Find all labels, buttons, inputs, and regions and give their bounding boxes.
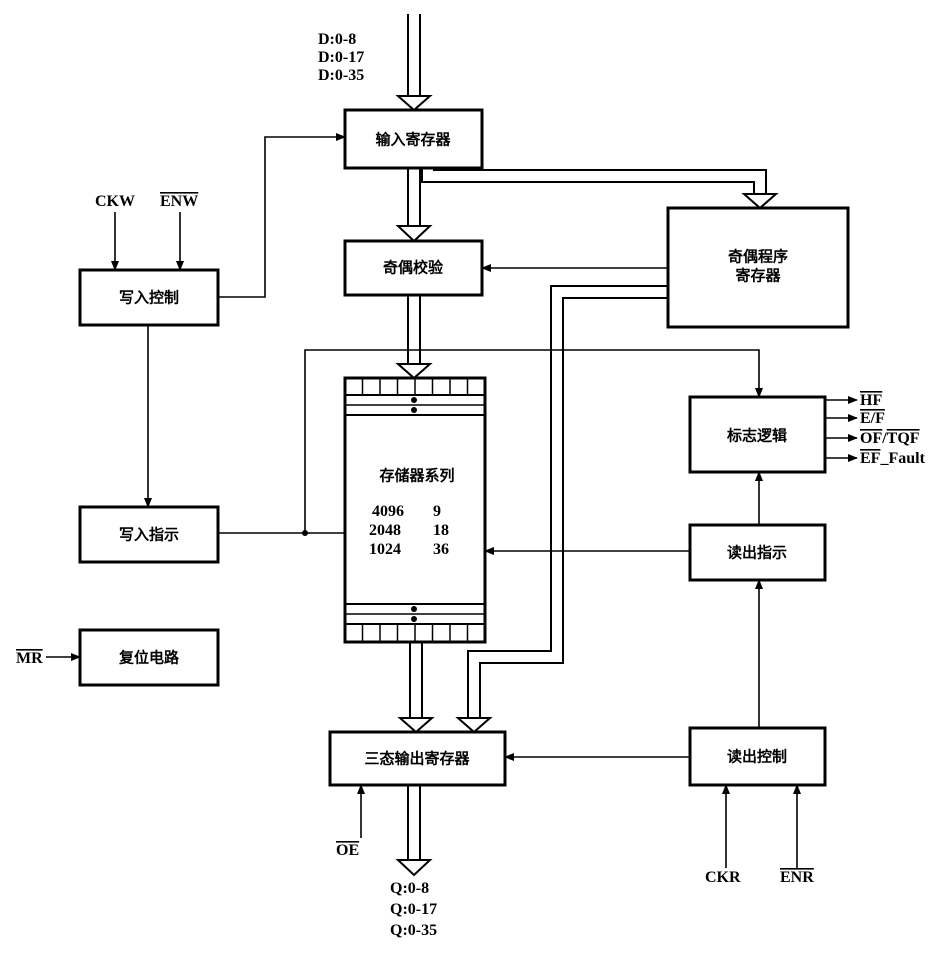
enw-label: ENW bbox=[160, 193, 198, 210]
input-to-parity-bus bbox=[395, 166, 433, 243]
mr-label: MR bbox=[16, 650, 43, 667]
svg-text:读出指示: 读出指示 bbox=[727, 544, 787, 562]
write-control-block: 写入控制 bbox=[78, 268, 220, 327]
input-bus-label: D:0-8 bbox=[318, 31, 356, 48]
oe-label: OE bbox=[336, 842, 359, 859]
svg-text:寄存器: 寄存器 bbox=[735, 267, 781, 285]
svg-text:2048: 2048 bbox=[369, 522, 401, 539]
parity-program-to-output-bus bbox=[455, 285, 670, 734]
svg-text:写入控制: 写入控制 bbox=[119, 289, 179, 307]
svg-text:奇偶程序: 奇偶程序 bbox=[728, 248, 788, 266]
svg-text:奇偶校验: 奇偶校验 bbox=[383, 259, 444, 277]
input-register-block: 输入寄存器 bbox=[343, 108, 484, 170]
hf-flag-label: HF bbox=[860, 392, 882, 409]
reset-circuit-block: 复位电路 bbox=[78, 628, 220, 687]
svg-text:存储器系列: 存储器系列 bbox=[379, 467, 454, 485]
svg-text:输入寄存器: 输入寄存器 bbox=[375, 131, 451, 149]
svg-text:9: 9 bbox=[433, 503, 441, 520]
output-data-bus bbox=[395, 783, 433, 877]
read-pointer-block: 读出指示 bbox=[688, 523, 827, 582]
parity-to-memory-bus bbox=[395, 293, 433, 380]
output-bus-label: Q:0-17 bbox=[390, 901, 437, 918]
input-to-parity-program-bus bbox=[421, 166, 779, 210]
of-tqf-flag-label: OF/TQF bbox=[860, 430, 920, 447]
ef-flag-label: E/F bbox=[860, 410, 885, 427]
memory-array-block: 存储器系列 4096 9 2048 18 1024 36 bbox=[343, 376, 487, 644]
write-pointer-to-flag-line bbox=[304, 349, 763, 533]
parity-program-register-block: 奇偶程序 寄存器 bbox=[666, 206, 850, 329]
flag-logic-block: 标志逻辑 bbox=[688, 395, 827, 474]
svg-text:读出控制: 读出控制 bbox=[727, 748, 787, 766]
junction-dot bbox=[302, 530, 308, 536]
svg-text:标志逻辑: 标志逻辑 bbox=[726, 427, 787, 445]
enr-label: ENR bbox=[780, 869, 814, 886]
svg-text:复位电路: 复位电路 bbox=[118, 649, 180, 667]
input-bus-label: D:0-17 bbox=[318, 49, 364, 66]
input-bus-label: D:0-35 bbox=[318, 67, 364, 84]
svg-text:18: 18 bbox=[433, 522, 449, 539]
svg-text:1024: 1024 bbox=[369, 541, 401, 558]
ckr-label: CKR bbox=[705, 869, 741, 886]
ckw-label: CKW bbox=[95, 193, 135, 210]
read-control-block: 读出控制 bbox=[688, 726, 827, 787]
write-control-to-input-line bbox=[218, 133, 346, 298]
svg-text:4096: 4096 bbox=[372, 503, 404, 520]
svg-text:三态输出寄存器: 三态输出寄存器 bbox=[364, 750, 470, 768]
ef-fault-flag-label: EF_Fault bbox=[860, 450, 926, 467]
output-bus-label: Q:0-35 bbox=[390, 922, 437, 939]
svg-text:36: 36 bbox=[433, 541, 449, 558]
output-bus-label: Q:0-8 bbox=[390, 880, 429, 897]
memory-to-output-bus bbox=[397, 640, 435, 734]
svg-text:写入指示: 写入指示 bbox=[119, 526, 179, 544]
input-data-bus bbox=[395, 12, 433, 112]
tristate-output-register-block: 三态输出寄存器 bbox=[328, 730, 507, 787]
write-pointer-block: 写入指示 bbox=[78, 505, 220, 564]
parity-check-block: 奇偶校验 bbox=[343, 239, 484, 297]
